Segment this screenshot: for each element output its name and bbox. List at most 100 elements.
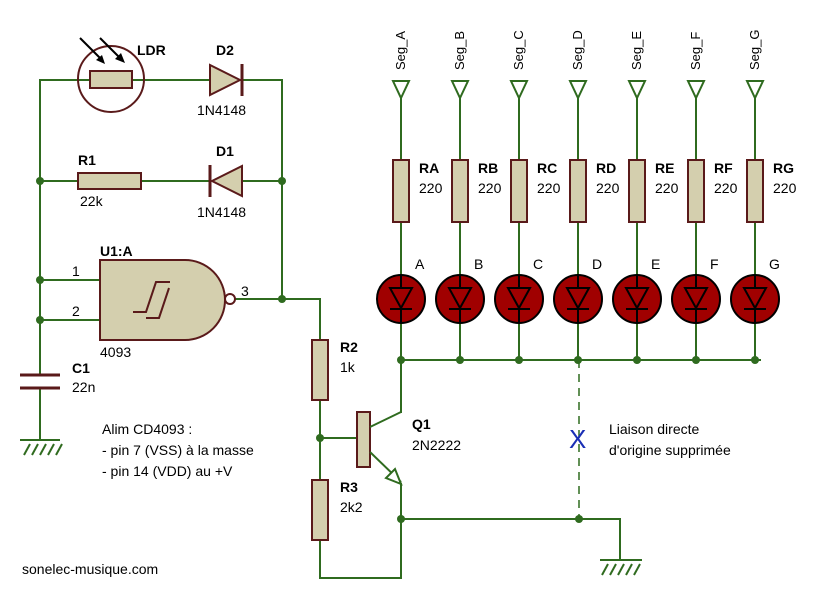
segment-led-label: F <box>710 256 719 272</box>
segment-resistor-value: 220 <box>773 180 797 196</box>
bus-junction <box>397 356 405 364</box>
r1-ref: R1 <box>78 152 96 168</box>
nand-gate-u1: U1:A 4093 1 2 3 <box>72 243 249 360</box>
bus-junction <box>751 356 759 364</box>
segment-resistor-ref: RG <box>773 160 794 176</box>
junctions-left <box>36 177 324 442</box>
driver-wires <box>319 359 621 579</box>
resistor-r2: R2 1k <box>311 339 358 401</box>
ground-bottom <box>600 559 642 576</box>
q1-value: 2N2222 <box>412 437 461 453</box>
d2-value: 1N4148 <box>197 102 246 118</box>
segment-net-label: Seg_B <box>452 31 467 70</box>
r3-ref: R3 <box>340 479 358 495</box>
segment-led-label: G <box>769 256 780 272</box>
segment-led-label: D <box>592 256 602 272</box>
removed-link-line1: Liaison directe <box>609 421 699 437</box>
ldr-ref: LDR <box>137 42 166 58</box>
net-input-arrow <box>745 80 765 101</box>
segment-led-label: C <box>533 256 543 272</box>
segment-resistor-value: 220 <box>537 180 561 196</box>
segment-resistor-value: 220 <box>596 180 620 196</box>
capacitor-c1: C1 22n <box>20 360 95 395</box>
segment-resistor <box>746 159 764 223</box>
segment-resistor <box>628 159 646 223</box>
net-input-arrow <box>509 80 529 101</box>
bus-junction <box>456 356 464 364</box>
resistor-r3: R3 2k2 <box>311 479 363 541</box>
site-credit: sonelec-musique.com <box>22 561 158 577</box>
segment-resistor <box>569 159 587 223</box>
segment-resistor-ref: RC <box>537 160 557 176</box>
u1-ref: U1:A <box>100 243 133 259</box>
segment-resistor-ref: RB <box>478 160 498 176</box>
diode-d1: D1 1N4148 <box>197 143 246 220</box>
segment-led-label: E <box>651 256 660 272</box>
u1-pin2: 2 <box>72 303 80 319</box>
ldr: LDR <box>77 37 166 113</box>
segment-resistor-ref: RE <box>655 160 674 176</box>
d1-value: 1N4148 <box>197 204 246 220</box>
segment-led-label: A <box>415 256 425 272</box>
diode-d2: D2 1N4148 <box>197 42 246 118</box>
segment-resistor-value: 220 <box>655 180 679 196</box>
ground-left <box>20 439 63 456</box>
bus-junction <box>574 356 582 364</box>
segment-resistor <box>392 159 410 223</box>
d1-ref: D1 <box>216 143 234 159</box>
net-input-arrow <box>568 80 588 101</box>
power-note: Alim CD4093 : - pin 7 (VSS) à la masse -… <box>102 421 254 479</box>
segment-net-label: Seg_G <box>747 30 762 70</box>
u1-pin3: 3 <box>241 283 249 299</box>
transistor-q1: Q1 2N2222 <box>356 411 461 486</box>
net-input-arrow <box>450 80 470 101</box>
r2-ref: R2 <box>340 339 358 355</box>
c1-value: 22n <box>72 379 95 395</box>
segment-led-label: B <box>474 256 483 272</box>
bus-junction <box>633 356 641 364</box>
d2-ref: D2 <box>216 42 234 58</box>
removed-link: X Liaison directe d'origine supprimée <box>569 360 731 519</box>
q1-ref: Q1 <box>412 416 431 432</box>
net-input-arrow <box>686 80 706 101</box>
resistor-r1: R1 22k <box>77 152 142 209</box>
u1-pin1: 1 <box>72 263 80 279</box>
removed-link-mark: X <box>569 424 586 454</box>
c1-ref: C1 <box>72 360 90 376</box>
bus-junction <box>692 356 700 364</box>
segment-net-label: Seg_E <box>629 31 644 70</box>
net-input-arrow <box>391 80 411 101</box>
u1-value: 4093 <box>100 344 131 360</box>
bus-junction <box>515 356 523 364</box>
segment-resistor-ref: RD <box>596 160 616 176</box>
segment-resistor-value: 220 <box>478 180 502 196</box>
power-note-title: Alim CD4093 : <box>102 421 192 437</box>
segment-resistor-value: 220 <box>714 180 738 196</box>
input-network-wires <box>39 79 321 441</box>
r2-value: 1k <box>340 359 356 375</box>
segment-net-label: Seg_D <box>570 30 585 70</box>
power-note-line1: - pin 7 (VSS) à la masse <box>102 442 254 458</box>
segment-net-label: Seg_A <box>393 31 408 70</box>
segment-resistor-ref: RA <box>419 160 439 176</box>
power-note-line2: - pin 14 (VDD) au +V <box>102 463 233 479</box>
segment-net-label: Seg_C <box>511 30 526 70</box>
segment-resistor-ref: RF <box>714 160 733 176</box>
net-input-arrow <box>627 80 647 101</box>
segment-resistor <box>510 159 528 223</box>
removed-link-line2: d'origine supprimée <box>609 442 731 458</box>
segment-resistor-value: 220 <box>419 180 443 196</box>
segment-resistor <box>687 159 705 223</box>
segment-net-label: Seg_F <box>688 32 703 70</box>
r1-value: 22k <box>80 193 104 209</box>
segment-resistor <box>451 159 469 223</box>
